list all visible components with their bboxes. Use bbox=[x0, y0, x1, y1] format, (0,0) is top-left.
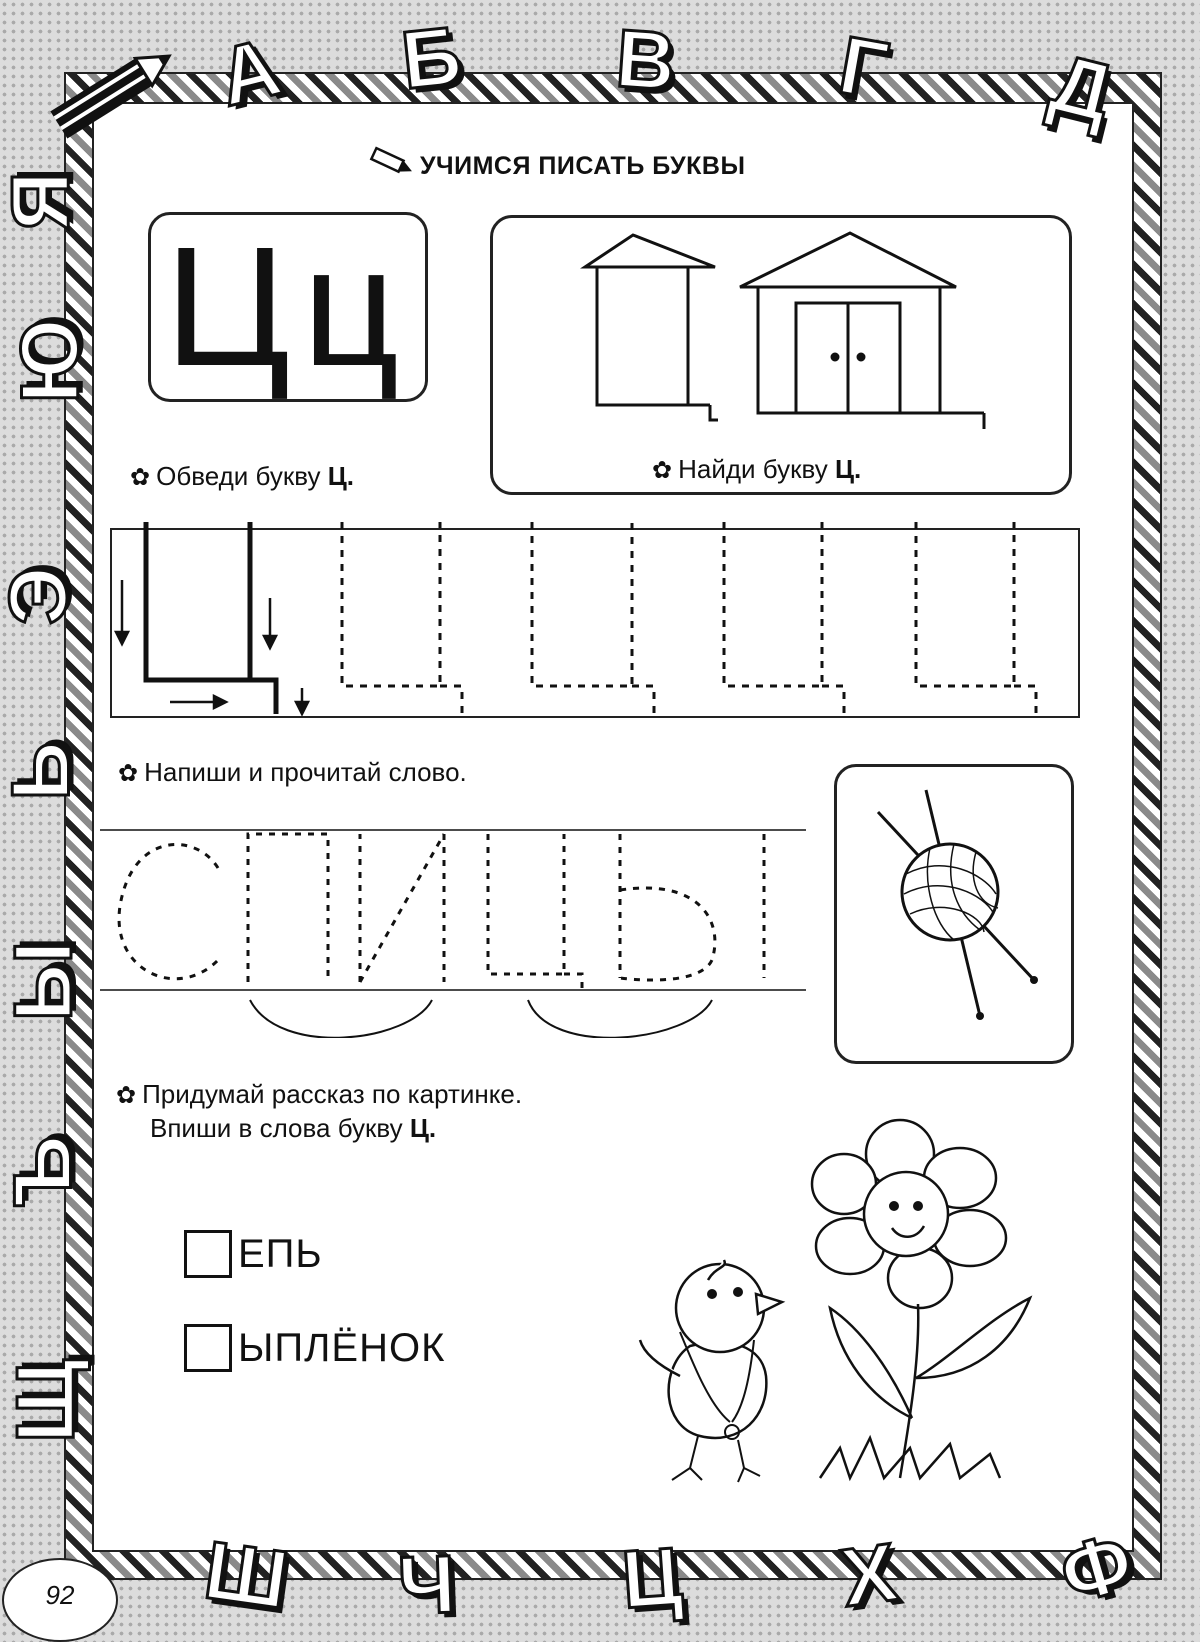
house-garage-illustration bbox=[580, 231, 986, 429]
dashed-word bbox=[100, 829, 806, 1038]
task-trace-letter-label: Ц. bbox=[327, 461, 354, 491]
task-story-letter-label: Ц. bbox=[409, 1112, 437, 1143]
page-number: 92 bbox=[45, 1580, 75, 1610]
frame-letter-che: Ч bbox=[395, 1538, 459, 1634]
task-write-word: ✿Напиши и прочитай слово. bbox=[118, 756, 467, 790]
task-trace-text: Обведи букву bbox=[156, 461, 328, 491]
task-find-text: Найди букву bbox=[678, 454, 835, 484]
pencil-icon bbox=[50, 54, 172, 139]
stroke-arrows bbox=[113, 580, 311, 717]
letter-card bbox=[148, 212, 428, 402]
task-find-letter: ✿Найди букву Ц. bbox=[652, 453, 861, 487]
frame-letter-b: Б bbox=[396, 9, 467, 109]
frame-letter-tse: Ц bbox=[617, 1530, 686, 1628]
yarn-ball-icon bbox=[876, 789, 1038, 1020]
word-ending: ЫПЛЁНОК bbox=[238, 1325, 446, 1370]
flower-bullet-icon: ✿ bbox=[116, 1082, 137, 1109]
find-letter-card bbox=[490, 215, 1072, 495]
frame-letter-shcha: Щ bbox=[0, 1358, 92, 1445]
frame-letter-yu: Ю bbox=[3, 317, 97, 405]
dashed-letters bbox=[340, 522, 1038, 718]
tracing-strip bbox=[110, 528, 1080, 718]
page-number-badge bbox=[2, 1558, 118, 1642]
frame-letter-v: В bbox=[611, 12, 679, 110]
task-find-letter-label: Ц. bbox=[834, 454, 862, 484]
frame-letter-y: Ы bbox=[0, 939, 91, 1022]
frame-letter-hard-sign: Ъ bbox=[0, 1134, 90, 1208]
word-ending: ЕПЬ bbox=[238, 1231, 323, 1276]
pencil-heading-icon bbox=[369, 146, 412, 174]
word-row-2: ЫПЛЁНОК bbox=[184, 1324, 445, 1372]
flower-icon bbox=[810, 1118, 1033, 1482]
letter-tse-display: Цц bbox=[164, 212, 412, 402]
flower-bullet-icon: ✿ bbox=[652, 457, 673, 484]
task-story-line1: Придумай рассказ по картинке. bbox=[142, 1079, 523, 1109]
task-trace-letter: ✿Обведи букву Ц. bbox=[130, 460, 354, 494]
house-icon bbox=[580, 233, 718, 422]
flower-bullet-icon: ✿ bbox=[118, 760, 139, 787]
frame-letter-sha: Ш bbox=[198, 1523, 295, 1628]
frame-letter-e: Э bbox=[0, 565, 86, 626]
sample-letter-tse bbox=[143, 522, 279, 714]
task-write-text: Напиши и прочитай слово. bbox=[144, 757, 467, 787]
task-story-line2: Впиши в слова букву bbox=[150, 1112, 410, 1143]
word-row-1: ЕПЬ bbox=[184, 1230, 323, 1278]
frame-letter-kha: Х bbox=[834, 1525, 904, 1626]
page-title: УЧИМСЯ ПИСАТЬ БУКВЫ bbox=[420, 152, 746, 180]
chick-icon bbox=[638, 1259, 786, 1483]
frame-letter-soft-sign: Ь bbox=[0, 740, 88, 802]
letter-blank-input[interactable] bbox=[184, 1324, 232, 1372]
flower-bullet-icon: ✿ bbox=[130, 464, 151, 491]
task-story: ✿Придумай рассказ по картинке. Впиши в с… bbox=[116, 1078, 522, 1146]
garage-icon bbox=[739, 231, 986, 429]
tracing-letters bbox=[113, 522, 1038, 718]
frame-letter-ya: Я bbox=[0, 170, 88, 232]
letter-blank-input[interactable] bbox=[184, 1230, 232, 1278]
